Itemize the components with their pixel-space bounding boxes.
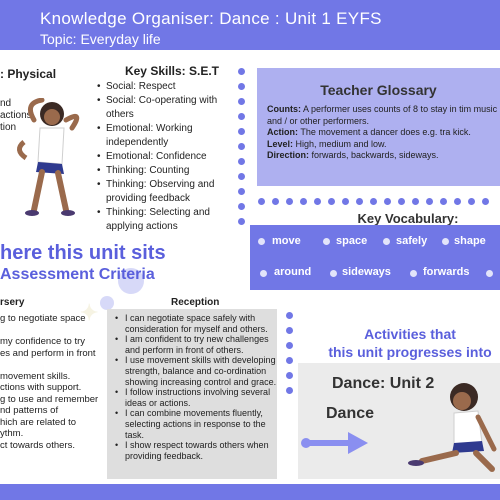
list-item: ctions with support. xyxy=(0,382,82,393)
list-item: Thinking: Observing and providing feedba… xyxy=(97,178,237,206)
child-dancing-illustration xyxy=(408,383,497,472)
reception-criteria-list: I can negotiate space safely with consid… xyxy=(115,313,279,461)
vertical-dot-divider xyxy=(238,68,245,225)
decor-bubble xyxy=(118,268,144,294)
key-vocabulary-title: Key Vocabulary: xyxy=(357,211,459,226)
vertical-dot-divider xyxy=(286,312,293,394)
vocab-word: space xyxy=(336,235,368,247)
key-domain-line: actions xyxy=(0,110,32,121)
activities-title-line: this unit progresses into xyxy=(328,344,492,360)
reception-heading: Reception xyxy=(171,297,220,308)
list-item: Thinking: Counting xyxy=(97,164,237,178)
list-item: I am confident to try new challenges and… xyxy=(115,334,279,355)
vocab-word: shape xyxy=(454,235,486,247)
key-vocabulary-panel: move space safely shape around sideways … xyxy=(250,225,500,290)
vocab-word: around xyxy=(274,266,312,278)
child-stretch-illustration xyxy=(17,98,80,216)
key-domain-line: tion xyxy=(0,122,17,133)
glossary-entry: Counts: A performer uses counts of 8 to … xyxy=(267,104,498,126)
list-item: nd patterns of xyxy=(0,405,59,416)
footer-bar xyxy=(0,484,500,500)
list-item: Social: Co-operating with others xyxy=(97,94,237,122)
list-item: I can negotiate space safely with consid… xyxy=(115,313,279,334)
glossary-title: Teacher Glossary xyxy=(320,82,437,98)
nursery-heading: rsery xyxy=(0,297,25,308)
decor-bubble xyxy=(100,296,114,310)
where-unit-sits-heading: here this unit sits xyxy=(0,242,166,264)
glossary-entry: Level: High, medium and low. xyxy=(267,138,387,149)
list-item xyxy=(0,359,98,371)
list-item: Social: Respect xyxy=(97,80,237,94)
key-domain-line: nd xyxy=(0,98,12,109)
list-item: I show respect towards others when provi… xyxy=(115,440,279,461)
list-item: Emotional: Working independently xyxy=(97,122,237,150)
list-item: my confidence to try xyxy=(0,336,86,347)
list-item: I can combine movements fluently, select… xyxy=(115,408,279,440)
vocab-word: move xyxy=(272,235,301,247)
reception-criteria-panel: I can negotiate space safely with consid… xyxy=(107,309,277,479)
watermark-logo: ✦ xyxy=(80,300,99,325)
header-banner: Knowledge Organiser: Dance : Unit 1 EYFS… xyxy=(0,0,500,50)
list-item: g to use and remember xyxy=(0,393,99,405)
vocab-word: forwards xyxy=(423,266,470,278)
page-title: Knowledge Organiser: Dance : Unit 1 EYFS xyxy=(40,9,382,28)
key-skills-title: Key Skills: S.E.T xyxy=(124,64,220,78)
vocab-word: sideways xyxy=(342,266,391,278)
glossary-entry: Direction: forwards, backwards, sideways… xyxy=(267,150,439,160)
next-unit-subject: Dance xyxy=(326,405,375,422)
arrow-right-icon xyxy=(301,432,368,454)
list-item: I follow instructions involving several … xyxy=(115,387,279,408)
glossary-entry: Action: The movement a dancer does e.g. … xyxy=(267,127,471,137)
list-item: ythm. xyxy=(0,428,24,439)
assessment-criteria-heading: Assessment Criteria xyxy=(0,266,155,283)
glossary-body: Counts: A performer uses counts of 8 to … xyxy=(267,104,500,162)
list-item: ct towards others. xyxy=(0,439,75,451)
list-item: Thinking: Selecting and applying actions xyxy=(97,206,237,234)
horizontal-dot-divider xyxy=(258,198,489,205)
list-item: I use movement skills with developing st… xyxy=(115,355,279,387)
key-skills-list: Social: Respect Social: Co-operating wit… xyxy=(97,80,237,234)
activities-title: Activities that this unit progresses int… xyxy=(320,325,500,361)
list-item: Emotional: Confidence xyxy=(97,150,237,164)
activities-title-line: Activities that xyxy=(364,326,456,342)
key-domain-list: nd actions tion xyxy=(0,98,32,134)
list-item: g to negotiate space xyxy=(0,313,86,324)
list-item: hich are related to xyxy=(0,416,77,428)
progression-panel: Dance: Unit 2 Dance xyxy=(298,363,500,479)
key-domain-title: : Physical xyxy=(0,67,57,81)
next-unit-label: Dance: Unit 2 xyxy=(332,375,435,392)
nursery-criteria-list: g to negotiate space my confidence to tr… xyxy=(0,313,98,451)
page-topic: Topic: Everyday life xyxy=(40,31,161,47)
teacher-glossary-panel: Teacher Glossary Counts: A performer use… xyxy=(257,68,500,186)
list-item xyxy=(0,325,98,337)
vocab-word: safely xyxy=(396,235,428,247)
list-item: es and perform in front xyxy=(0,347,96,359)
list-item: movement skills. xyxy=(0,370,71,382)
